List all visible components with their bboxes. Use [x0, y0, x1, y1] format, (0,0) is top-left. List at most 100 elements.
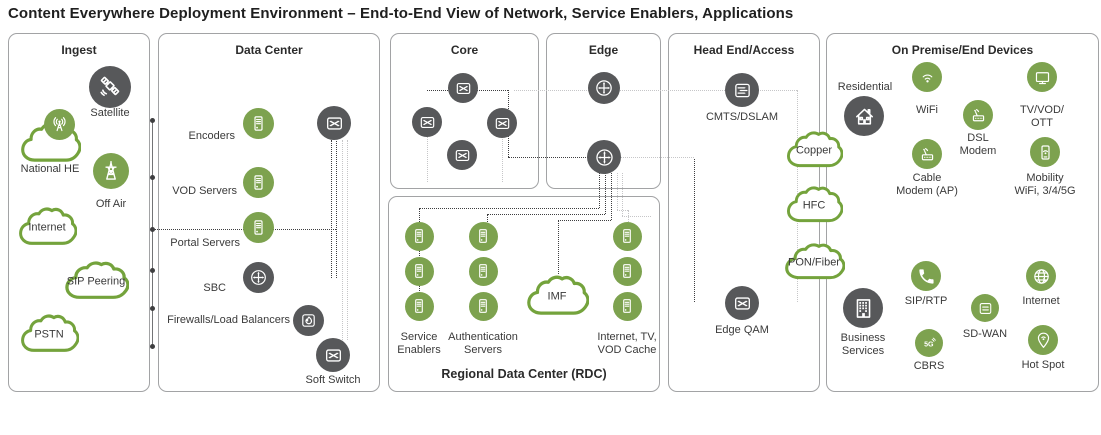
wifi-icon: [912, 62, 942, 92]
auth-server-2-icon: [468, 256, 498, 286]
cloud-icon: [19, 207, 77, 245]
residential-house-icon: [844, 96, 884, 136]
national-he-badge-icon: [43, 108, 75, 140]
group-title-core: Core: [450, 43, 479, 57]
cloud-icon: [787, 186, 843, 223]
connector: [502, 137, 503, 182]
cable-modem-label: Cable: [912, 172, 942, 184]
internet-globe-icon: [1026, 261, 1056, 291]
cache-server-3-label: VOD Cache: [597, 343, 657, 356]
cache-server-3-icon: [612, 291, 642, 321]
connector: [605, 173, 606, 214]
core-switch-1-icon: [448, 73, 478, 103]
cloud-icon: [527, 275, 589, 315]
hfc-cloud-cloud: HFC: [785, 184, 843, 226]
dsl-modem-icon: [963, 100, 993, 130]
off-air-label: Off Air: [95, 198, 127, 210]
hot-spot-icon: [1028, 325, 1058, 355]
tv-vod-ott-label: OTT: [1031, 116, 1053, 129]
group-title-data-center: Data Center: [235, 43, 303, 57]
pstn-cloud-label: PSTN: [34, 328, 64, 341]
junction-dot: [149, 117, 155, 123]
sip-rtp-label: SIP/RTP: [904, 295, 948, 307]
cbrs-icon: 5G: [915, 329, 943, 357]
connector: [611, 173, 612, 220]
group-rdc: Regional Data Center (RDC): [388, 196, 660, 392]
firewalls-label: Firewalls/Load Balancers: [167, 314, 290, 326]
copper-cloud-cloud: Copper: [785, 129, 843, 171]
se-server-3-icon: [404, 291, 434, 321]
cloud-icon: [785, 243, 845, 280]
connector: [622, 173, 623, 216]
connector: [599, 173, 600, 208]
vod-servers-icon: [242, 166, 274, 198]
connector: [694, 159, 695, 302]
junction-dot: [149, 305, 155, 311]
page-title: Content Everywhere Deployment Environmen…: [8, 5, 794, 22]
cloud-icon: [787, 131, 843, 168]
group-title-ingest: Ingest: [61, 43, 97, 57]
se-server-2-icon: [404, 256, 434, 286]
internet-globe-label: Internet: [1022, 295, 1060, 307]
copper-cloud-label: Copper: [795, 144, 833, 157]
business-services-label: Business: [840, 332, 886, 344]
dsl-modem-label: DSL: [967, 132, 989, 144]
connector: [331, 140, 332, 278]
sip-peering-cloud-label: SIP Peering: [66, 275, 126, 288]
group-title-head-end: Head End/Access: [693, 43, 795, 57]
cloud-icon: [65, 261, 129, 299]
group-edge: Edge: [546, 33, 661, 189]
auth-server-3-icon: [468, 291, 498, 321]
group-ingest: Ingest: [8, 33, 150, 392]
connector: [508, 157, 590, 158]
cable-modem-label: Modem (AP): [896, 184, 958, 197]
group-title-edge: Edge: [588, 43, 619, 57]
pon-fiber-cloud-cloud: PON/Fiber: [783, 241, 845, 283]
group-caption-rdc: Regional Data Center (RDC): [441, 367, 607, 381]
edge-qam-icon: [725, 286, 759, 320]
connector: [152, 120, 153, 346]
connector: [419, 208, 420, 222]
core-switch-2-icon: [412, 107, 442, 137]
pon-fiber-cloud-label: PON/Fiber: [788, 256, 840, 269]
sbc-label: SBC: [203, 282, 226, 294]
edge-qam-label: Edge QAM: [715, 324, 769, 336]
connector: [419, 250, 420, 258]
group-core: Core: [390, 33, 539, 189]
dsl-modem-label: Modem: [959, 144, 997, 157]
edge-router-top-icon: [588, 72, 620, 104]
cache-server-1-icon: [612, 221, 642, 251]
tv-vod-ott-icon: [1027, 62, 1057, 92]
junction-dot: [149, 174, 155, 180]
encoders-icon: [242, 107, 274, 139]
svg-text:5G: 5G: [924, 340, 934, 348]
connector: [419, 284, 420, 293]
connector: [617, 173, 618, 210]
business-services-icon: [843, 288, 883, 328]
imf-cloud-label: IMF: [547, 290, 567, 303]
mobility-label: Mobility: [1026, 172, 1064, 184]
soft-switch-label: Soft Switch: [305, 374, 361, 386]
se-server-3-label: Service: [400, 331, 438, 343]
hfc-cloud-label: HFC: [802, 199, 826, 212]
auth-server-3-label: Servers: [464, 343, 502, 356]
core-switch-4-icon: [447, 140, 477, 170]
pstn-cloud-cloud: PSTN: [19, 312, 79, 356]
se-server-3-label: Enablers: [397, 343, 441, 356]
connector: [427, 134, 428, 182]
junction-dot: [149, 226, 155, 232]
imf-cloud-cloud: IMF: [525, 273, 589, 319]
wifi-label: WiFi: [916, 104, 938, 116]
sd-wan-label: SD-WAN: [962, 328, 1008, 340]
se-server-1-icon: [404, 221, 434, 251]
group-data-center: Data Center: [158, 33, 380, 392]
cable-modem-icon: [912, 139, 942, 169]
tv-vod-ott-label: TV/VOD/: [1019, 104, 1064, 116]
junction-dot: [149, 343, 155, 349]
auth-server-3-label: Authentication: [448, 331, 518, 343]
connector: [558, 220, 611, 221]
cmts-dslam-icon: [725, 73, 759, 107]
business-services-label: Services: [841, 344, 885, 357]
connector: [620, 157, 694, 158]
